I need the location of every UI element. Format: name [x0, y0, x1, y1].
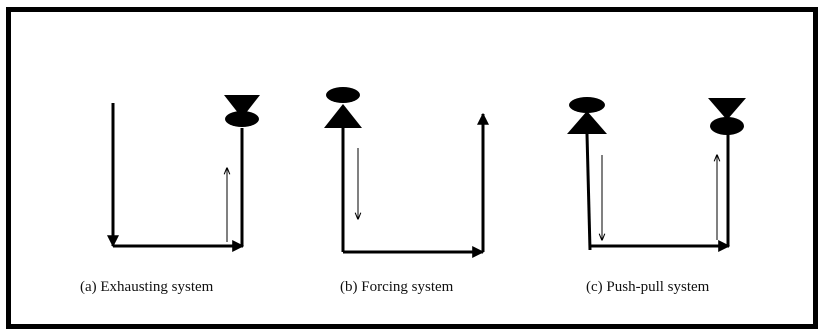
- caption-push-pull-system: (c) Push-pull system: [586, 279, 710, 295]
- diagram-forcing-system: [324, 87, 489, 258]
- fan-icon: [708, 98, 746, 135]
- diagram-push-pull-system: [567, 97, 746, 252]
- caption-exhausting-system: (a) Exhausting system: [80, 279, 214, 295]
- duct-left-down: [585, 133, 592, 251]
- caption-forcing-system: (b) Forcing system: [340, 279, 454, 295]
- fan-icon: [324, 87, 362, 128]
- diagram-exhausting-system: [107, 95, 260, 252]
- figure-frame: [6, 7, 818, 329]
- fan-icon: [224, 95, 260, 127]
- fan-icon: [567, 97, 607, 134]
